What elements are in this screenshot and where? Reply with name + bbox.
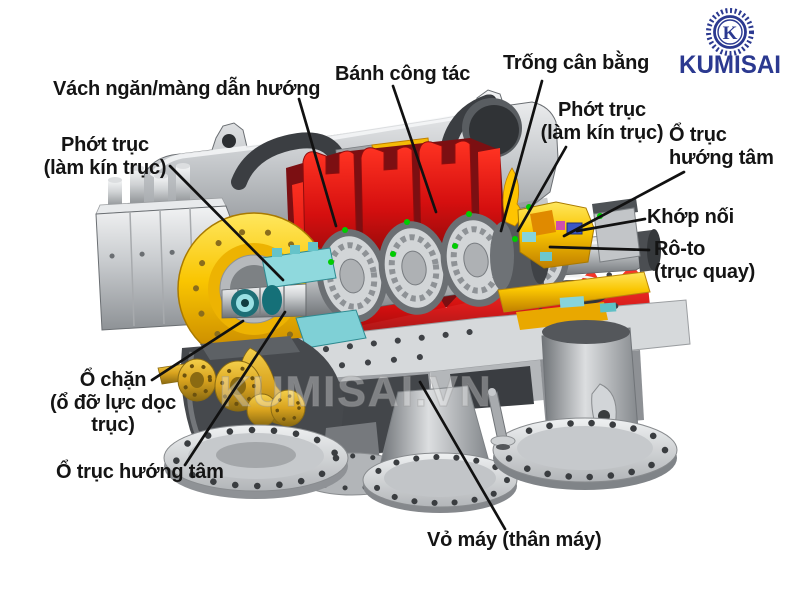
- logo-monogram: K: [723, 23, 738, 44]
- label-banh-cong-tac: Bánh công tác: [335, 63, 471, 85]
- leader-phot-truc-trai: [168, 164, 285, 282]
- label-o-chan: Ổ chặn (ổ đỡ lực dọc trục): [49, 369, 177, 437]
- kumisai-logo: K KUMISAI: [679, 8, 781, 79]
- casing-channel-left: [231, 132, 346, 190]
- label-vo-may: Vỏ máy (thân máy): [427, 529, 602, 551]
- leader-vo-may: [418, 380, 507, 531]
- balance-chamber-bore: [469, 105, 519, 155]
- suction-nozzle: [163, 424, 349, 499]
- logo-brand-name: KUMISAI: [679, 51, 781, 79]
- seal-ring-right: [522, 232, 536, 242]
- leader-trong-can-bang: [499, 79, 544, 233]
- label-ro-to: Rô-to (trục quay): [654, 238, 756, 283]
- logo-ring-icon: [713, 15, 747, 49]
- watermark-text: KUMISAI.VN: [219, 368, 492, 416]
- leader-ro-to: [548, 245, 651, 252]
- label-vach-ngan: Vách ngăn/màng dẫn hướng: [53, 78, 321, 100]
- label-trong-can-bang: Trống cân bằng: [503, 52, 650, 74]
- mech-seal-left: [231, 242, 367, 349]
- lube-oil-piping: [157, 347, 306, 427]
- drain-fitting: [487, 388, 516, 450]
- lug-hole-left: [222, 134, 236, 148]
- label-phot-truc-trai: Phớt trục (làm kín trục): [43, 134, 167, 179]
- leader-o-truc-phai: [562, 170, 686, 238]
- leader-phot-truc-phai: [516, 145, 568, 233]
- center-nozzle: [362, 385, 518, 513]
- leader-o-chan: [150, 319, 245, 382]
- label-khop-noi: Khớp nối: [647, 206, 735, 228]
- label-o-truc-huong-tam-trai: Ổ trục hướng tâm: [56, 461, 224, 483]
- leader-khop-noi: [575, 217, 647, 233]
- discharge-nozzle: [492, 320, 678, 490]
- logo-wreath-icon: [706, 8, 754, 56]
- leader-banh-cong-tac: [391, 84, 438, 214]
- label-phot-truc-phai: Phớt trục (làm kín trục): [540, 99, 664, 144]
- label-o-truc-huong-tam-phai: Ổ trục hướng tâm: [669, 124, 774, 169]
- leader-lines: [150, 79, 686, 531]
- leader-vach-ngan: [297, 97, 338, 228]
- coupling-element: [566, 222, 583, 235]
- leader-o-truc-trai: [183, 310, 287, 467]
